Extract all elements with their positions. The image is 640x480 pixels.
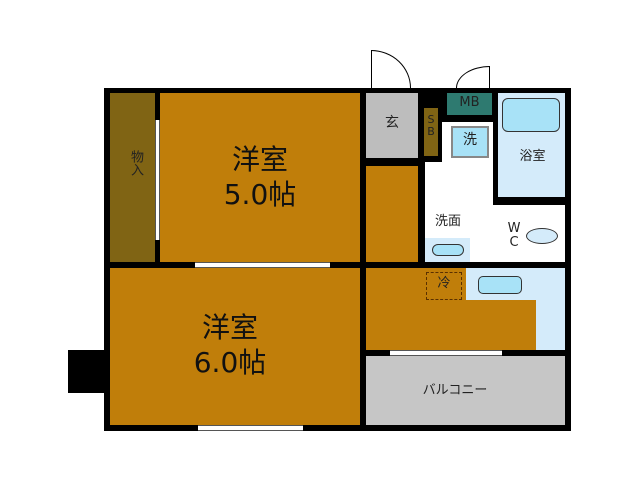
closet-door (155, 120, 160, 240)
room-5-size: 5.0帖 (223, 178, 297, 211)
balcony (366, 356, 565, 425)
entrance-door (371, 50, 411, 88)
meter-box-door (456, 66, 490, 88)
kitchen-sink (478, 276, 522, 294)
shoe-box-label: SB (427, 113, 435, 139)
storage-closet (110, 93, 155, 262)
room-6-size: 6.0帖 (193, 346, 267, 379)
room-6-window (198, 425, 303, 431)
bathtub (502, 98, 560, 132)
refrigerator-label: 冷 (437, 276, 451, 291)
kitchen-counter-side (536, 300, 565, 350)
toilet-bowl (526, 228, 558, 244)
bathroom-label: 浴室 (519, 149, 546, 164)
washroom-label: 洗面 (434, 214, 461, 229)
washing-machine-label: 洗 (463, 132, 477, 148)
corridor (366, 166, 418, 262)
entrance-label: 玄 (385, 115, 399, 131)
left-wing-block (68, 350, 104, 393)
western-room-5 (160, 93, 360, 262)
refrigerator-space (426, 272, 462, 300)
meter-box-label: MB (459, 95, 480, 110)
room-5-sliding-door (195, 262, 330, 268)
entrance (366, 93, 418, 158)
balcony-label: バルコニー (422, 383, 488, 398)
western-room-6 (110, 268, 360, 425)
meter-box (447, 93, 492, 115)
room-5-name: 洋室 (231, 143, 288, 176)
storage-label: 物入 (128, 150, 143, 176)
shoe-box (424, 108, 438, 156)
balcony-window (390, 350, 502, 356)
room-6-name: 洋室 (201, 311, 258, 344)
washroom-lower (425, 162, 445, 262)
basin-bowl (432, 244, 464, 256)
toilet-label: WC (507, 221, 521, 251)
washing-machine-space (451, 126, 489, 158)
